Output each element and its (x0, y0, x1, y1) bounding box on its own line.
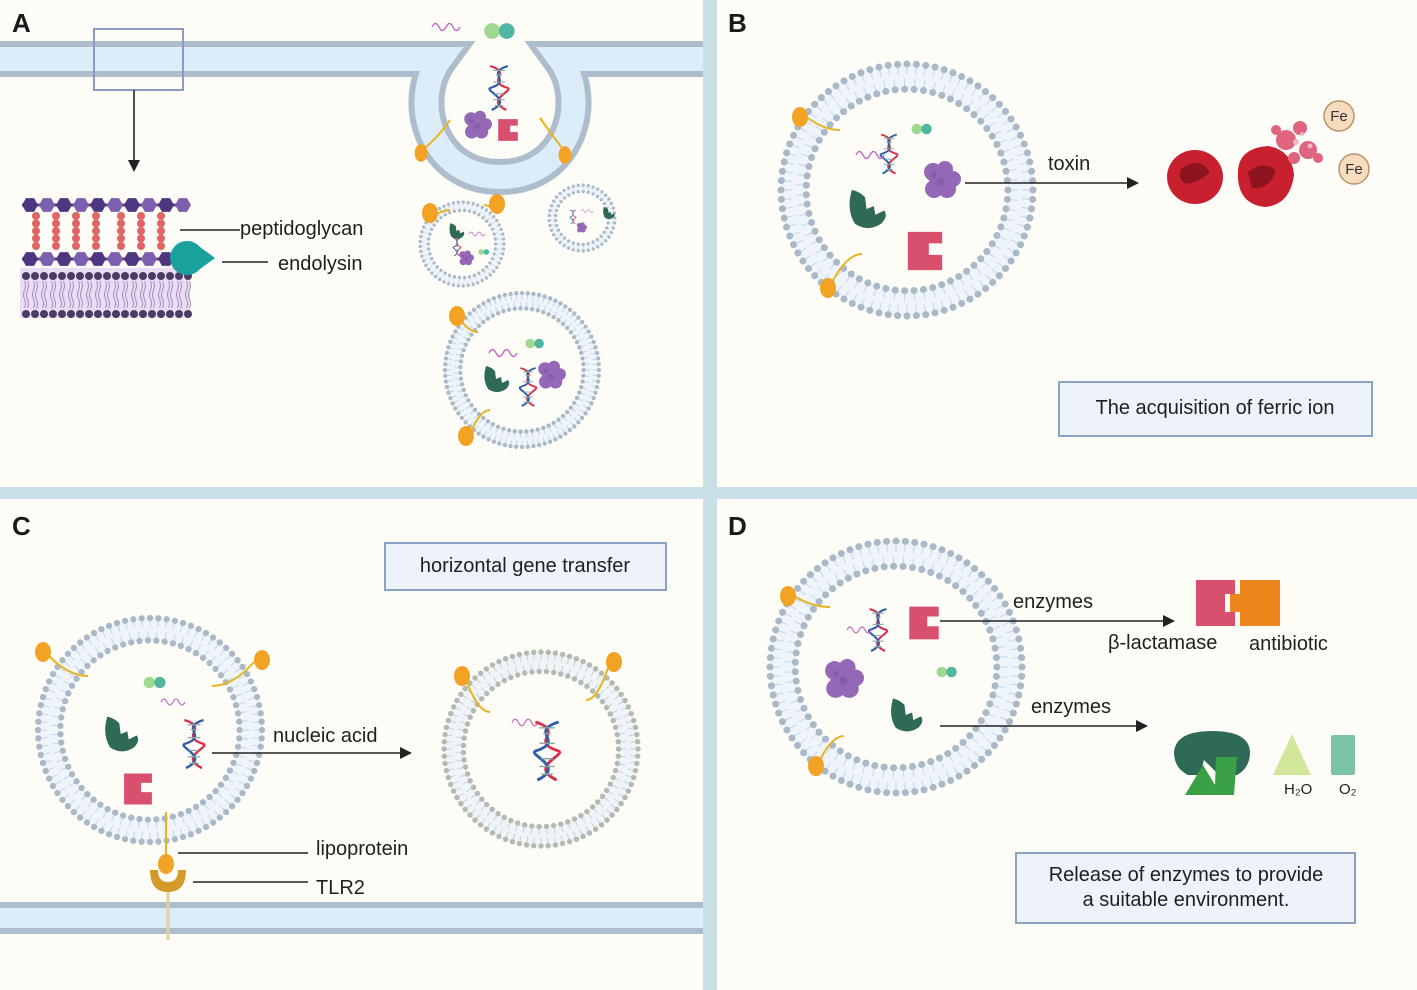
dna-icon (569, 209, 577, 225)
vesicle-c-recipient (441, 649, 641, 849)
gene-transfer-box-text: horizontal gene transfer (420, 555, 630, 577)
fe-label-1: Fe (1330, 108, 1348, 125)
green-enzyme-icon (891, 698, 923, 732)
endolysin-pacman-icon (170, 241, 215, 275)
environment-box-line-2: a suitable environment. (1083, 889, 1290, 911)
lipoprotein-icon (414, 117, 572, 164)
endolysin-label: endolysin (278, 253, 363, 275)
environment-box-line-1: Release of enzymes to provide (1049, 864, 1324, 886)
antibiotic-label: antibiotic (1249, 633, 1328, 655)
rna-icon (580, 209, 594, 213)
rna-icon (511, 718, 539, 727)
small-molecule-icon (484, 23, 515, 39)
dna-icon (488, 64, 510, 112)
pink-enzyme-icon (909, 606, 939, 640)
pink-enzyme-icon (124, 773, 152, 805)
membrane-a (0, 41, 703, 196)
panel-c: C horizontal gene transfer nucleic acid … (0, 511, 703, 940)
nucleic-acid-label: nucleic acid (273, 725, 378, 747)
environment-box (1015, 852, 1356, 924)
gene-transfer-box (384, 542, 667, 591)
rna-icon (160, 698, 186, 706)
panel-d: D enzymes β-lactamase antibiotic enzymes… (728, 511, 1357, 924)
protein-icon (538, 360, 566, 389)
divider-horizontal (0, 487, 1417, 499)
vesicle-c-donor (34, 614, 270, 846)
pink-enzyme-icon (498, 119, 518, 141)
water-icon (1273, 734, 1311, 775)
small-molecule-icon (143, 676, 166, 689)
enzymes-label-2: enzymes (1031, 696, 1111, 718)
cell-wall-schematic (20, 198, 192, 318)
protein-icon (459, 250, 474, 266)
rna-icon (846, 626, 872, 634)
beta-lactamase-label: β-lactamase (1108, 632, 1217, 654)
dna-icon (867, 607, 889, 653)
dna-icon (184, 720, 205, 768)
red-blood-cell-icon (1167, 150, 1223, 204)
tlr2-receptor-icon (150, 812, 186, 940)
rna-icon (431, 22, 461, 32)
green-enzyme-icon (449, 223, 465, 239)
green-enzyme-icon (105, 716, 139, 752)
panel-b: B toxin Fe Fe The acquisition (728, 8, 1373, 437)
beta-lactamase-antibiotic-icon (1196, 580, 1280, 626)
lysed-red-blood-cell-icon (1237, 121, 1323, 207)
small-molecule-icon (478, 249, 490, 255)
vesicle-a-1 (418, 194, 506, 288)
panel-a: A peptidoglycan endolysin (0, 8, 703, 450)
dna-icon (518, 366, 538, 408)
protein-icon (576, 222, 587, 233)
peptidoglycan-label: peptidoglycan (240, 218, 363, 240)
pink-enzyme-icon (907, 231, 943, 271)
vesicle-a-2 (547, 183, 617, 253)
ferric-ion-icon: Fe Fe (1323, 100, 1370, 185)
vesicle-d (766, 537, 1026, 797)
protein-icon (924, 161, 961, 198)
h2o-label: H₂O (1284, 781, 1312, 798)
panel-d-label: D (728, 511, 747, 541)
rna-icon (488, 348, 518, 358)
dna-icon (534, 722, 559, 780)
enzymes-label-1: enzymes (1013, 591, 1093, 613)
fe-label-2: Fe (1345, 161, 1363, 178)
small-molecule-icon (911, 123, 932, 135)
panel-a-label: A (12, 8, 31, 38)
dna-icon (879, 133, 899, 175)
panel-b-label: B (728, 8, 747, 38)
vesicle-b (777, 60, 1037, 320)
green-enzyme-icon (484, 366, 510, 392)
protein-icon (464, 110, 492, 139)
ferric-ion-box-text: The acquisition of ferric ion (1095, 397, 1334, 419)
catalase-icon (1174, 731, 1250, 795)
vesicle-a-3 (442, 290, 602, 450)
o2-label: O₂ (1339, 781, 1357, 798)
small-molecule-icon (525, 338, 544, 349)
tlr2-label: TLR2 (316, 877, 365, 899)
green-enzyme-icon (849, 189, 886, 229)
protein-icon (825, 659, 864, 698)
toxin-label: toxin (1048, 153, 1090, 175)
oxygen-icon (1331, 735, 1355, 775)
ferric-ion-box (1058, 381, 1373, 437)
zoom-box (93, 28, 184, 91)
lipoprotein-label: lipoprotein (316, 838, 408, 860)
rna-icon (468, 231, 486, 237)
small-molecule-icon (936, 666, 957, 678)
panel-c-label: C (12, 511, 31, 541)
